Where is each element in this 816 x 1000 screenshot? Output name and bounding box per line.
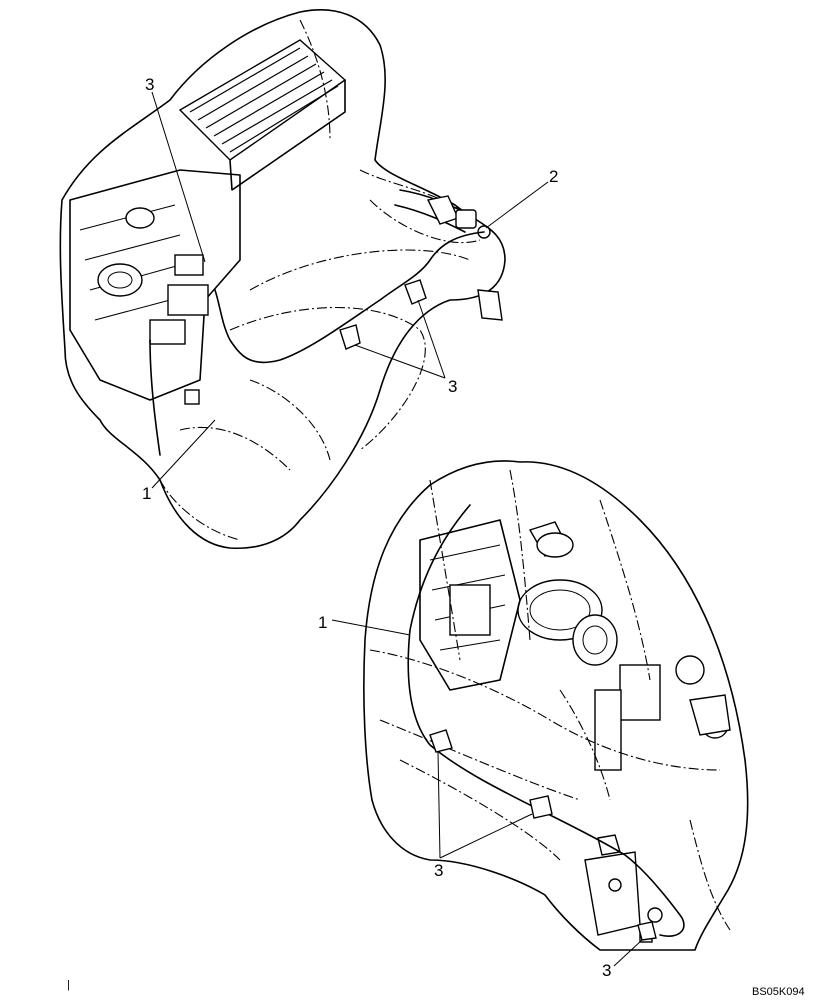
top-sensor-harness: [214, 231, 485, 364]
bottom-engine-outline: [363, 460, 749, 951]
callout-bottom-clip-mid: 3: [434, 861, 443, 880]
callouts: 3 2 3 1 1 3 3: [142, 75, 643, 980]
top-engine-view: [59, 9, 506, 550]
callout-top-harness: 1: [142, 484, 151, 503]
top-turbo: [97, 207, 155, 297]
drawing-code: BS05K094: [752, 986, 805, 998]
callout-bottom-clip-low: 3: [602, 961, 611, 980]
bottom-right-components: [594, 655, 731, 771]
callout-bottom-harness: 1: [318, 613, 327, 632]
callout-top-sensor: 2: [549, 167, 558, 186]
bottom-engine-view: [363, 460, 749, 951]
top-engine-block: [69, 169, 241, 401]
bottom-filter-block: [449, 584, 491, 636]
top-harness-clips: [339, 279, 427, 350]
bottom-harness-clips: [429, 729, 657, 941]
callout-top-clip-lower: 3: [448, 377, 457, 396]
bottom-harness-wire: [407, 504, 685, 937]
bottom-turbo: [517, 521, 618, 666]
callout-top-clip-upper: 3: [145, 75, 154, 94]
top-connector-cluster: [149, 254, 209, 405]
top-pressure-sensor: [426, 195, 503, 321]
margin-mark: |: [67, 979, 70, 991]
top-engine-outline: [59, 9, 506, 550]
top-radiator-core: [178, 39, 347, 191]
